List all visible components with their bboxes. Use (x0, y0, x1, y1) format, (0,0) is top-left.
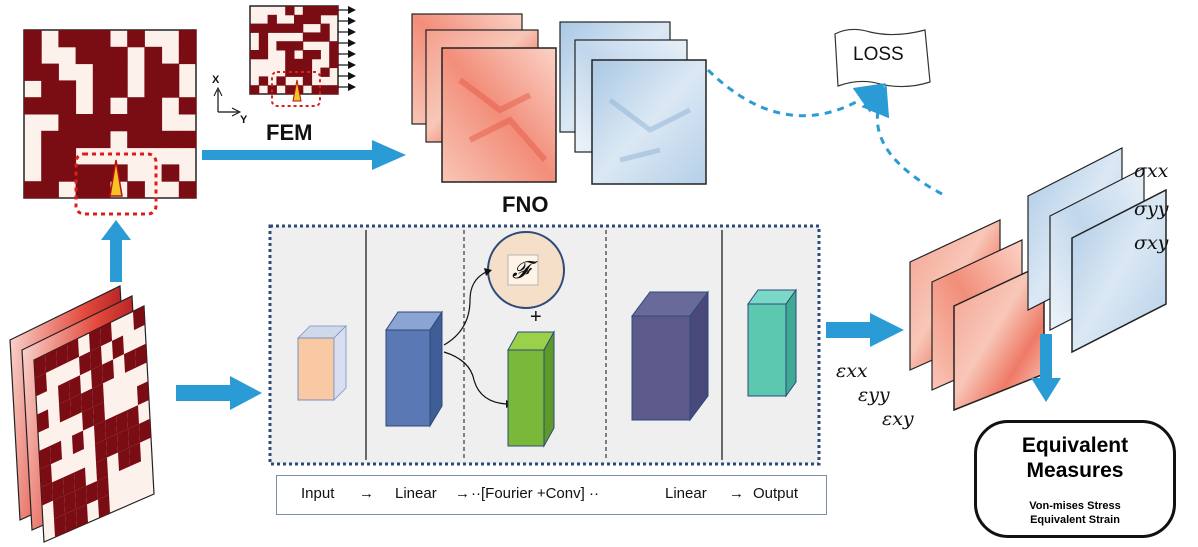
fem-strain-fields (411, 13, 557, 183)
linear-layer-block-2 (631, 290, 709, 422)
fourier-branch-arrow (443, 271, 487, 346)
load-arrows (338, 6, 356, 91)
fno-to-prediction-arrow (826, 313, 904, 347)
crack-icon-small (292, 79, 302, 102)
loss-banner (834, 28, 931, 88)
input-to-fno-arrow (176, 376, 262, 410)
equivalent-measures-box: Equivalent Measures Von-mises Stress Equ… (974, 420, 1176, 538)
strain-label-yy: εyy (858, 384, 890, 406)
pipeline-linear-2: Linear (665, 485, 707, 502)
input-stack (9, 285, 155, 543)
fno-label: FNO (502, 192, 549, 217)
crack-icon (109, 159, 123, 197)
pipeline-arrow: → (455, 485, 470, 502)
axes-icon (213, 86, 242, 117)
predicted-strain-fields (909, 219, 1045, 412)
strain-label-xx: εxx (836, 360, 868, 382)
equivalent-title-line1: Equivalent (1021, 434, 1129, 457)
pipeline-fourier-conv: ··[Fourier +Conv] ·· (471, 485, 599, 502)
microstructure-grid-large (23, 29, 197, 199)
plus-sign: + (530, 306, 542, 328)
stress-label-xy: σxy (1134, 232, 1169, 254)
fourier-transform-node (487, 231, 565, 309)
pipeline-input: Input (301, 485, 335, 502)
axis-x-label: X (212, 74, 220, 86)
strain-label-xy: εxy (882, 408, 914, 430)
stress-label-xx: σxx (1134, 160, 1169, 182)
fem-arrow (202, 140, 406, 170)
loss-label: LOSS (853, 44, 904, 65)
crack-region-highlight (74, 152, 158, 216)
fem-label: FEM (266, 120, 313, 145)
microstructure-grid-small (249, 5, 339, 95)
pipeline-arrow: → (359, 485, 374, 502)
input-layer-block (297, 325, 347, 401)
crack-region-highlight-small (271, 71, 321, 107)
pipeline-legend: Input → Linear → ··[Fourier +Conv] ·· Li… (276, 475, 827, 515)
input-up-arrow (101, 220, 131, 282)
fourier-symbol: 𝓕 (512, 256, 530, 284)
loss-arrow-from-fno (861, 84, 943, 196)
equivalent-title-line2: Measures (1026, 459, 1124, 482)
predicted-stress-fields (1027, 147, 1167, 354)
axis-y-label: Y (240, 114, 248, 126)
pipeline-arrow: → (729, 485, 744, 502)
equivalent-item-strain: Equivalent Strain (1030, 514, 1120, 526)
conv-branch-arrow (443, 351, 507, 405)
equivalent-down-arrow (1031, 334, 1061, 402)
pipeline-linear-1: Linear (395, 485, 437, 502)
fem-stress-fields (559, 21, 707, 185)
equivalent-item-von-mises: Von-mises Stress (1029, 500, 1121, 512)
loss-arrow-from-fem (706, 68, 886, 118)
stress-label-yy: σyy (1134, 198, 1169, 220)
conv-layer-block (507, 330, 555, 448)
linear-layer-block (385, 310, 443, 428)
pipeline-output: Output (753, 485, 799, 502)
output-layer-block (747, 288, 797, 398)
